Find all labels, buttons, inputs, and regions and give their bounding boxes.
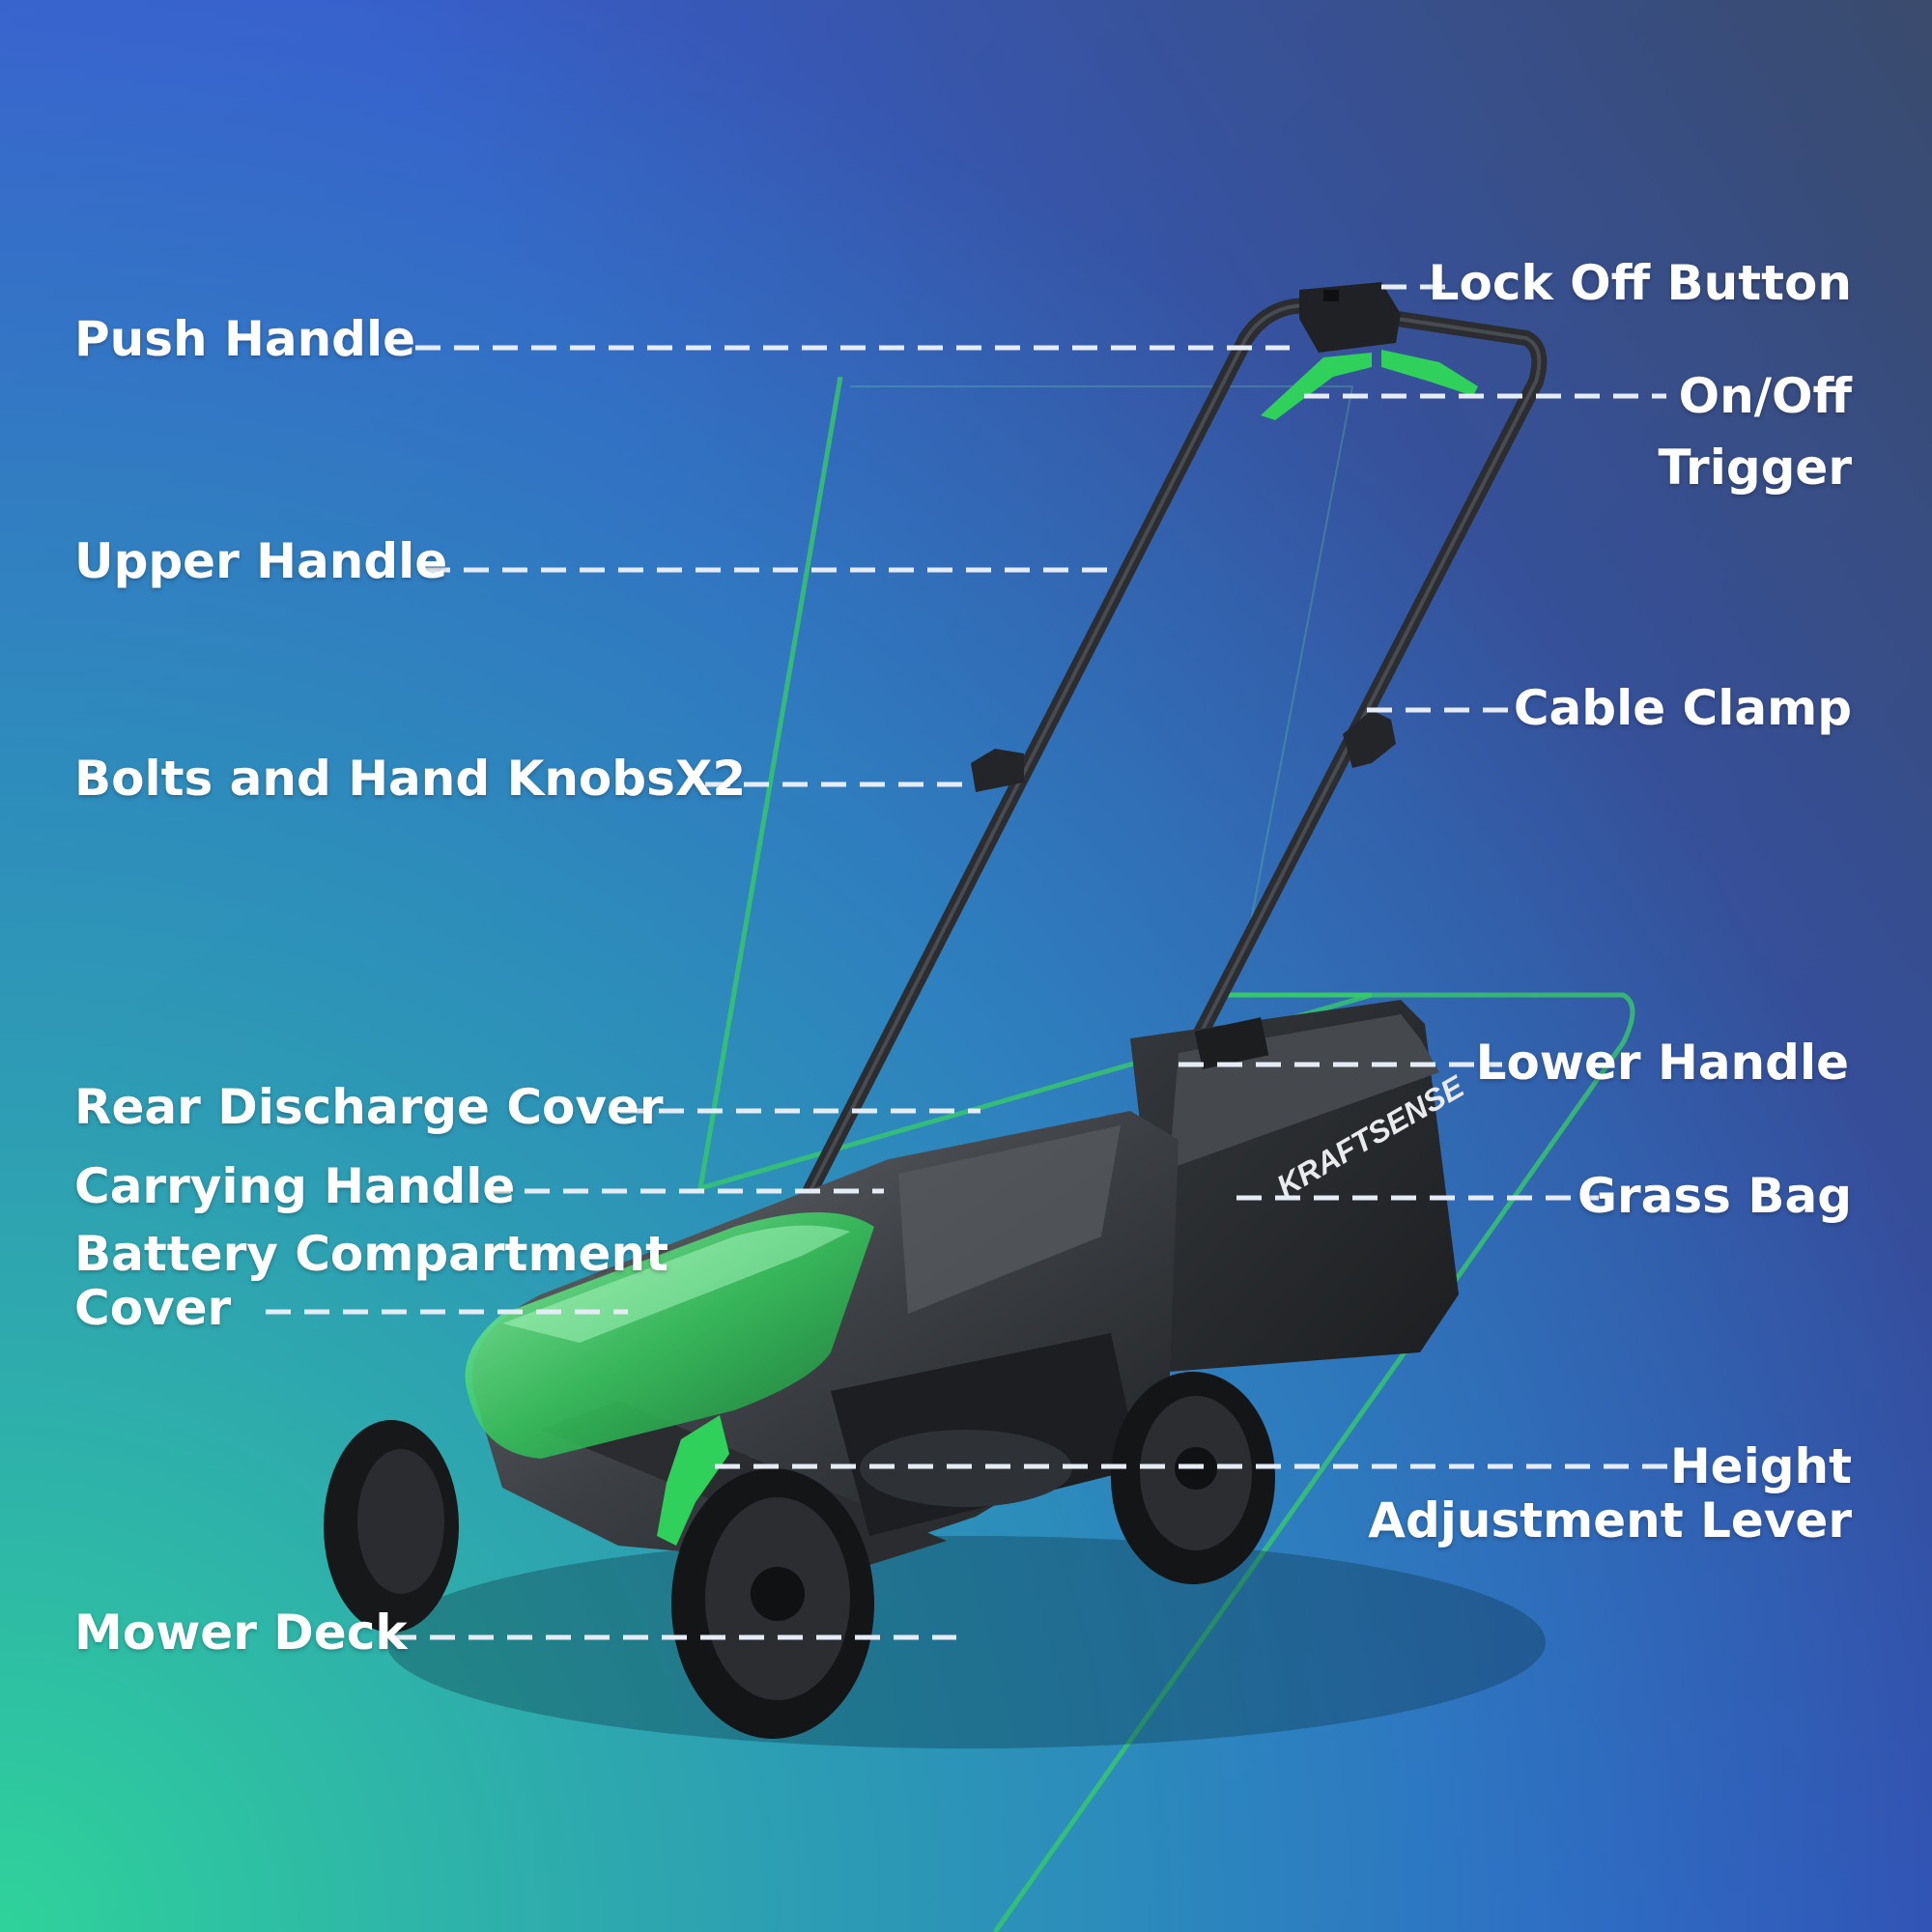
label-battery-cover: Battery Compartment Cover	[74, 1226, 668, 1336]
label-lock-off: Lock Off Button	[1428, 255, 1852, 311]
label-on-off-trigger: On/Off Trigger	[1658, 368, 1852, 496]
label-upper-handle: Upper Handle	[74, 533, 448, 589]
front-left-wheel	[671, 1468, 874, 1739]
label-height-lever: Height Adjustment Lever	[1368, 1438, 1852, 1548]
label-push-handle: Push Handle	[74, 311, 416, 367]
label-bolts-knobs: Bolts and Hand KnobsX2	[74, 751, 747, 807]
front-right-wheel	[1111, 1372, 1275, 1584]
label-lower-handle: Lower Handle	[1475, 1035, 1849, 1091]
label-cable-clamp: Cable Clamp	[1513, 680, 1852, 736]
label-grass-bag: Grass Bag	[1577, 1168, 1852, 1224]
rear-left-wheel	[324, 1420, 459, 1633]
label-rear-discharge: Rear Discharge Cover	[74, 1079, 664, 1135]
label-carrying-handle: Carrying Handle	[74, 1158, 516, 1214]
leader-lines	[266, 284, 1671, 1640]
label-mower-deck: Mower Deck	[74, 1605, 408, 1661]
